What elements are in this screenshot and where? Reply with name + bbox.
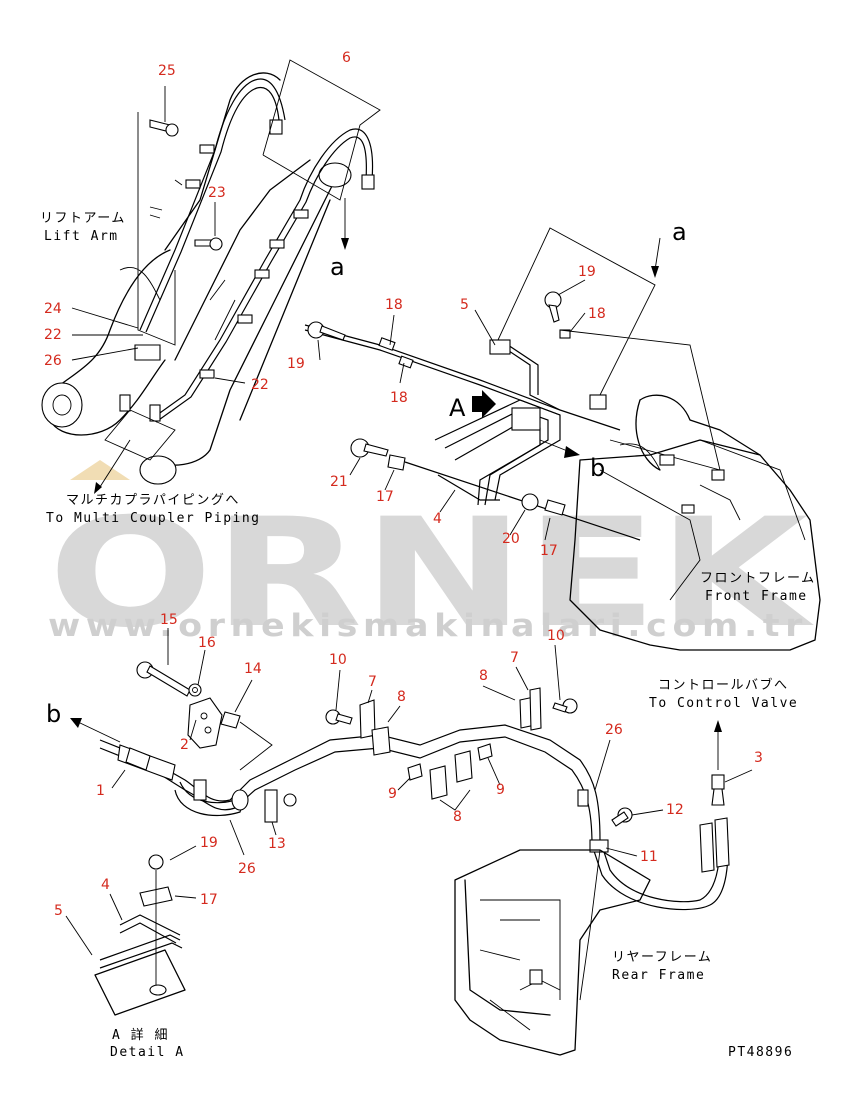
marker-a-upper-left: a	[330, 253, 345, 281]
front-piping-assembly	[304, 227, 821, 770]
lift-arm-assembly	[41, 59, 381, 494]
callout-15: 15	[160, 612, 178, 628]
callout-20: 20	[502, 531, 520, 547]
callout-7: 7	[510, 650, 519, 666]
callout-19: 19	[578, 264, 596, 280]
watermark: ORNEK www.ornekismakinalari.com.tr	[48, 460, 814, 661]
multi-coupler-label-en: To Multi Coupler Piping	[46, 511, 261, 526]
callout-10: 10	[329, 652, 347, 668]
rear-frame-label-en: Rear Frame	[612, 968, 705, 983]
callout-19: 19	[200, 835, 218, 851]
front-frame-label-jp: フロントフレーム	[700, 571, 816, 586]
callout-17: 17	[200, 892, 218, 908]
callout-10: 10	[547, 628, 565, 644]
callout-9: 9	[388, 786, 397, 802]
detail-label-en: Detail A	[110, 1045, 185, 1060]
callout-26: 26	[238, 861, 256, 877]
lift-arm-label-en: Lift Arm	[44, 229, 119, 244]
front-frame-label-en: Front Frame	[705, 589, 808, 604]
callout-8: 8	[453, 809, 462, 825]
callout-2: 2	[180, 737, 189, 753]
lift-arm-label-jp: リフトアーム	[40, 211, 126, 226]
callout-18: 18	[385, 297, 403, 313]
lower-piping-assembly	[70, 628, 753, 1056]
callout-numbers: 25 6 23 24 22 26 22 19 18 5 19 18 18 21 …	[44, 50, 763, 919]
callout-4: 4	[433, 511, 442, 527]
callout-26: 26	[44, 353, 62, 369]
callout-23: 23	[208, 185, 226, 201]
callout-19: 19	[287, 356, 305, 372]
detail-a	[65, 845, 197, 1016]
control-valve-label-jp: コントロールバブへ	[658, 677, 789, 693]
callout-4: 4	[101, 877, 110, 893]
text-labels: リフトアーム Lift Arm マルチカプラパイピングへ To Multi Co…	[40, 211, 816, 1060]
callout-21: 21	[330, 474, 348, 490]
callout-5: 5	[54, 903, 63, 919]
callout-12: 12	[666, 802, 684, 818]
callout-18: 18	[588, 306, 606, 322]
callout-22: 22	[251, 377, 269, 393]
rear-frame-label-jp: リヤーフレーム	[612, 950, 712, 965]
callout-5: 5	[460, 297, 469, 313]
callout-6: 6	[342, 50, 351, 66]
callout-7: 7	[368, 674, 377, 690]
callout-3: 3	[754, 750, 763, 766]
callout-1: 1	[96, 783, 105, 799]
marker-b-right: b	[590, 454, 605, 482]
callout-17: 17	[540, 543, 558, 559]
callout-26: 26	[605, 722, 623, 738]
detail-label-jp: A 詳 細	[112, 1027, 169, 1043]
callout-13: 13	[268, 836, 286, 852]
callout-8: 8	[479, 668, 488, 684]
callout-16: 16	[198, 635, 216, 651]
callout-14: 14	[244, 661, 262, 677]
marker-a-upper-right: a	[672, 218, 687, 246]
multi-coupler-label-jp: マルチカプラパイピングへ	[66, 493, 240, 508]
watermark-brand: ORNEK	[48, 487, 814, 661]
control-valve-label-en: To Control Valve	[649, 696, 798, 711]
callout-25: 25	[158, 63, 176, 79]
watermark-url: www.ornekismakinalari.com.tr	[48, 608, 808, 644]
drawing-number: PT48896	[728, 1045, 793, 1060]
callout-11: 11	[640, 849, 658, 865]
callout-24: 24	[44, 301, 62, 317]
marker-view-A: A	[449, 394, 466, 422]
callout-17: 17	[376, 489, 394, 505]
marker-b-left: b	[46, 700, 61, 728]
callout-9: 9	[496, 782, 505, 798]
callout-18: 18	[390, 390, 408, 406]
view-arrow-icon	[472, 390, 496, 418]
letter-markers: a a b b A	[46, 218, 687, 728]
callout-22: 22	[44, 327, 62, 343]
watermark-logo-triangle	[70, 460, 130, 480]
callout-8: 8	[397, 689, 406, 705]
